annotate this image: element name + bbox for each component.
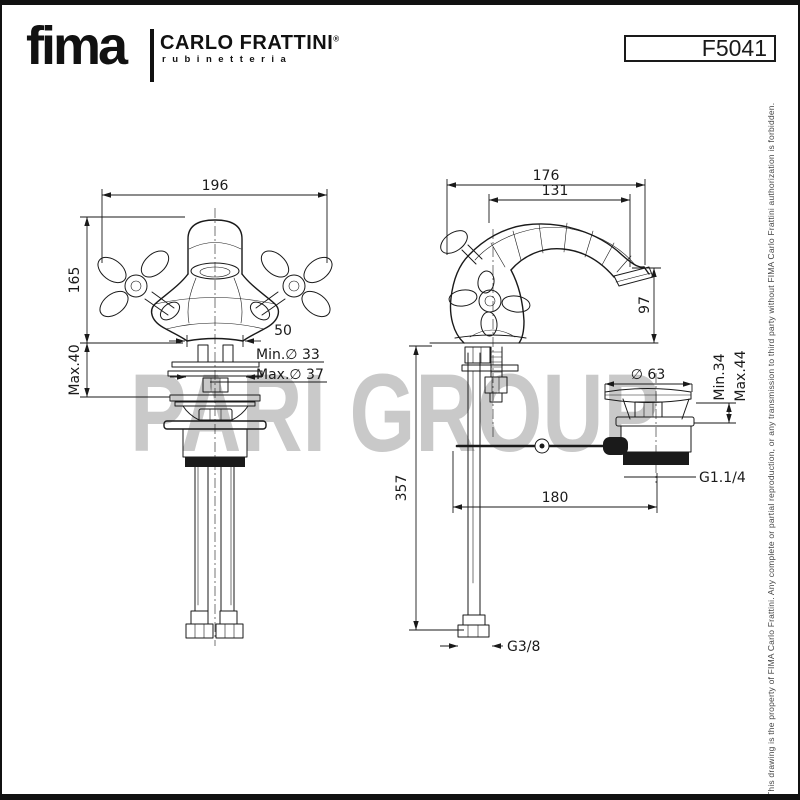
side-view-dimensions: 176 131 97 357 180 ∅ 63 Min.34 xyxy=(394,168,749,655)
dim-hole-max: Max.∅ 37 xyxy=(256,367,324,383)
front-view-drawing: 196 165 Max.40 50 Min.∅ 33 Max.∅ 37 xyxy=(67,178,333,646)
left-handle xyxy=(97,250,181,321)
dim-waste-thread: G1.1/4 xyxy=(699,470,746,486)
model-code: F5041 xyxy=(701,35,767,61)
technical-drawing-canvas: PARI GROUP xyxy=(67,168,749,655)
brand-name-text: CARLO FRATTINI xyxy=(160,32,334,54)
brand-subtitle: rubinetteria xyxy=(162,54,293,65)
dim-rod-reach: 180 xyxy=(542,490,569,506)
dim-hole-min: Min.∅ 33 xyxy=(256,347,320,363)
dim-supply-length: 357 xyxy=(394,475,410,502)
dim-outlet-height: 97 xyxy=(637,296,653,314)
registered-mark: ® xyxy=(333,34,340,44)
drain-assembly xyxy=(604,388,695,465)
front-view-dimensions: 196 165 Max.40 50 Min.∅ 33 Max.∅ 37 xyxy=(67,178,328,398)
logo-divider xyxy=(150,29,154,82)
dim-overall-width: 196 xyxy=(202,178,229,194)
dim-deck-thickness: Max.40 xyxy=(67,344,83,395)
dim-supply-thread: G3/8 xyxy=(507,639,540,655)
brand-name: CARLO FRATTINI® xyxy=(160,32,340,55)
side-handle xyxy=(440,230,531,338)
dim-base-width: 50 xyxy=(274,323,292,339)
dim-waste-flange-diameter: ∅ 63 xyxy=(631,367,665,383)
dim-clamp-max: Max.44 xyxy=(733,350,749,401)
dim-clamp-min: Min.34 xyxy=(712,353,728,400)
dim-spout-height: 165 xyxy=(67,267,83,294)
model-code-box: F5041 xyxy=(624,35,776,62)
dim-overall-depth: 176 xyxy=(533,168,560,184)
fima-wordmark: fima xyxy=(26,16,128,76)
watermark: PARI GROUP xyxy=(130,352,660,475)
dim-spout-reach: 131 xyxy=(542,183,569,199)
side-view-drawing: 176 131 97 357 180 ∅ 63 Min.34 xyxy=(394,168,749,655)
right-handle xyxy=(249,250,333,321)
legal-note: This drawing is the property of FIMA Car… xyxy=(766,102,776,797)
